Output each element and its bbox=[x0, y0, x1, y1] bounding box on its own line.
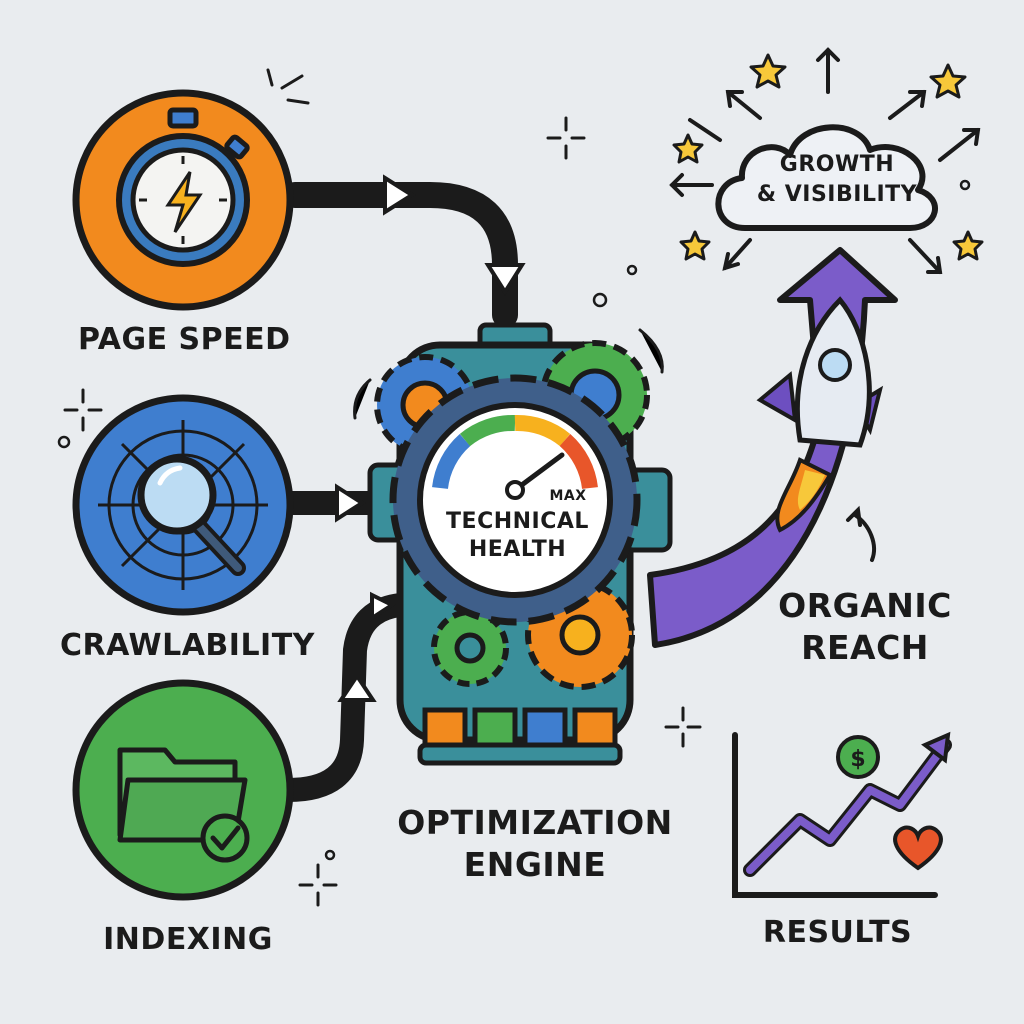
magnifier-web-icon bbox=[98, 420, 268, 590]
svg-text:$: $ bbox=[850, 747, 865, 772]
gauge-line2: HEALTH bbox=[468, 537, 567, 562]
gear-icon bbox=[431, 609, 509, 687]
folder-check-icon bbox=[117, 747, 250, 863]
engine-label-line1: OPTIMIZATION bbox=[397, 803, 673, 842]
star-icon bbox=[672, 53, 984, 261]
cloud-icon bbox=[715, 124, 938, 231]
results-label: RESULTS bbox=[762, 915, 913, 950]
flow-arrow-indexing bbox=[276, 591, 412, 802]
organic-reach-label: ORGANIC REACH bbox=[760, 585, 970, 669]
indexing-circle bbox=[72, 679, 294, 901]
technical-health-label: TECHNICAL HEALTH bbox=[440, 508, 595, 564]
heart-icon bbox=[893, 825, 943, 871]
organic-line1: ORGANIC bbox=[778, 586, 952, 625]
flow-arrow-crawlability bbox=[278, 483, 382, 523]
gauge-max-label: MAX bbox=[549, 488, 587, 504]
organic-reach-swoosh bbox=[647, 247, 898, 648]
flow-arrow-page-speed bbox=[282, 174, 526, 328]
growth-line2: & VISIBILITY bbox=[756, 182, 918, 207]
burst-arrows bbox=[669, 47, 981, 274]
indexing-label: INDEXING bbox=[103, 922, 273, 957]
organic-line2: REACH bbox=[801, 628, 929, 667]
engine-label-line2: ENGINE bbox=[463, 845, 607, 884]
dollar-coin-icon: $ bbox=[836, 735, 880, 779]
page-speed-label: PAGE SPEED bbox=[78, 322, 291, 357]
page-speed-circle bbox=[72, 89, 294, 311]
crawlability-label: CRAWLABILITY bbox=[60, 628, 315, 663]
crawlability-circle bbox=[72, 394, 294, 616]
bubble-dots bbox=[57, 179, 971, 861]
technical-health-gauge bbox=[432, 414, 598, 500]
growth-line1: GROWTH bbox=[779, 152, 895, 177]
rocket-icon bbox=[756, 296, 884, 533]
optimization-engine-label: OPTIMIZATION ENGINE bbox=[385, 802, 685, 886]
sparkle-icon bbox=[63, 68, 702, 907]
results-chart-icon: $ bbox=[732, 731, 952, 898]
gauge-line1: TECHNICAL bbox=[446, 509, 589, 534]
optimization-engine bbox=[367, 322, 673, 766]
stopwatch-icon bbox=[116, 107, 250, 267]
growth-visibility-label: GROWTH & VISIBILITY bbox=[737, 150, 937, 210]
